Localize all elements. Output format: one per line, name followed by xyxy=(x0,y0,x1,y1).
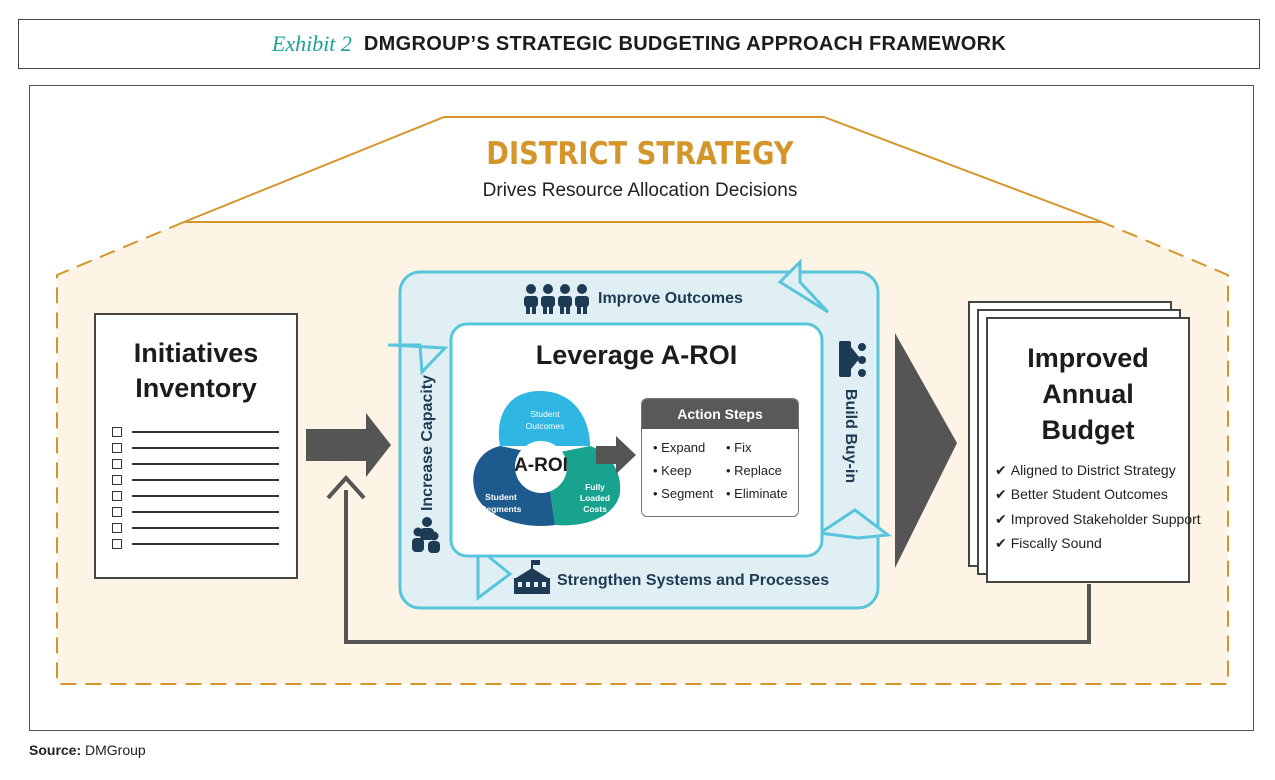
action-step: • Keep xyxy=(653,463,692,478)
cycle-arrowhead-bottom xyxy=(476,544,513,601)
output-arrow xyxy=(895,333,957,568)
school-building-icon xyxy=(514,560,550,594)
cycle-arrowhead-left xyxy=(388,343,449,376)
source-note: Source: DMGroup xyxy=(29,742,146,758)
action-step: • Eliminate xyxy=(726,486,788,501)
exhibit-title: DMGROUP’S STRATEGIC BUDGETING APPROACH F… xyxy=(363,32,1007,55)
checklist-row xyxy=(112,523,280,533)
action-steps-title: Action Steps xyxy=(642,399,798,429)
input-arrow xyxy=(306,413,391,477)
source-value: DMGroup xyxy=(85,742,146,758)
checkbox-icon xyxy=(112,523,122,533)
action-step: • Fix xyxy=(726,440,752,455)
aroi-segments xyxy=(473,391,621,526)
strengthen-systems-label: Strengthen Systems and Processes xyxy=(557,572,830,589)
cycle-arrowhead-top xyxy=(777,258,830,314)
team-icon xyxy=(412,517,440,553)
checkmark-icon: ✔ xyxy=(995,462,1007,478)
checkmark-icon: ✔ xyxy=(995,535,1007,551)
budget-title-line-3: Budget xyxy=(1041,415,1135,445)
build-buy-in-label: Build Buy-in xyxy=(842,388,859,484)
budget-page-front xyxy=(986,317,1190,583)
action-step: • Replace xyxy=(726,463,782,478)
segment-student-outcomes xyxy=(498,391,590,446)
checklist-row xyxy=(112,443,280,453)
checklist-row xyxy=(112,459,280,469)
budget-benefit-item: ✔Fiscally Sound xyxy=(995,535,1102,551)
checkbox-icon xyxy=(112,491,122,501)
diagram-frame xyxy=(29,85,1254,731)
checkbox-icon xyxy=(112,443,122,453)
buy-in-icon xyxy=(839,341,866,377)
budget-title-line-2: Annual xyxy=(1042,379,1134,409)
checkbox-icon xyxy=(112,539,122,549)
checklist-row xyxy=(112,507,280,517)
action-steps-box: Action Steps • Expand • Keep • Segment •… xyxy=(641,398,799,517)
action-step: • Segment xyxy=(653,486,714,501)
checklist-row xyxy=(112,475,280,485)
district-strategy-subtitle: Drives Resource Allocation Decisions xyxy=(482,180,798,201)
checklist-row xyxy=(112,491,280,501)
cycle-arrowhead-right xyxy=(815,508,892,540)
exhibit-number: Exhibit 2 xyxy=(271,31,352,56)
budget-benefit-item: ✔Better Student Outcomes xyxy=(995,486,1168,502)
cycle-frame xyxy=(388,258,892,610)
checkbox-icon xyxy=(112,427,122,437)
increase-capacity-label: Increase Capacity xyxy=(419,374,436,512)
checklist-row xyxy=(112,427,280,437)
source-label: Source: xyxy=(29,742,82,758)
exhibit-title-bar: Exhibit 2 DMGROUP’S STRATEGIC BUDGETING … xyxy=(18,19,1260,69)
checkbox-icon xyxy=(112,459,122,469)
students-icon xyxy=(524,284,589,314)
inventory-title-line-2: Inventory xyxy=(135,373,257,403)
checkmark-icon: ✔ xyxy=(995,511,1007,527)
initiatives-inventory-title: Initiatives Inventory xyxy=(94,336,298,406)
aroi-center-label: A-ROI xyxy=(514,455,568,476)
improve-outcomes-label: Improve Outcomes xyxy=(598,290,743,307)
feedback-return-arrow xyxy=(326,475,1091,644)
improved-budget-title: Improved Annual Budget xyxy=(986,340,1190,448)
budget-title-line-1: Improved xyxy=(1027,343,1149,373)
inventory-title-line-1: Initiatives xyxy=(133,338,259,368)
aroi-to-actions-arrow xyxy=(596,436,636,474)
initiatives-inventory-document xyxy=(94,313,298,579)
district-strategy-title: DISTRICT STRATEGY xyxy=(486,136,794,172)
checklist-row xyxy=(112,539,280,549)
checkmark-icon: ✔ xyxy=(995,486,1007,502)
action-step: • Expand xyxy=(653,440,706,455)
checkbox-icon xyxy=(112,475,122,485)
leverage-aroi-title: Leverage A-ROI xyxy=(535,340,738,370)
checkbox-icon xyxy=(112,507,122,517)
budget-benefit-item: ✔Improved Stakeholder Support xyxy=(995,511,1201,527)
budget-benefit-item: ✔Aligned to District Strategy xyxy=(995,462,1176,478)
